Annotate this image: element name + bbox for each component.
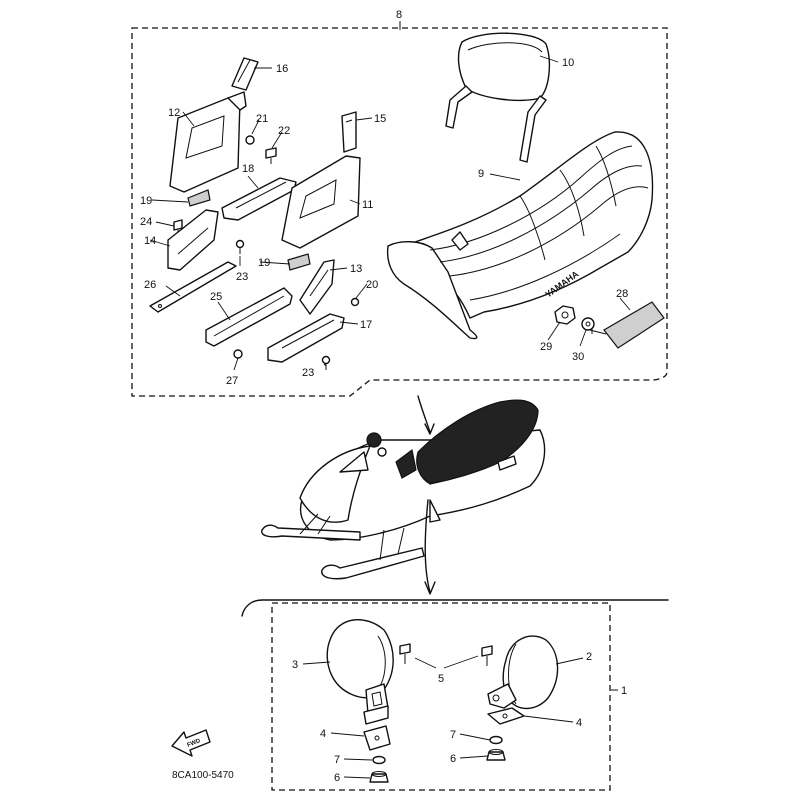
seat-assembly-group: 8 YAMAHA <box>131 9 668 397</box>
bracket-17 <box>267 313 345 363</box>
grab-bar-11 <box>281 155 361 249</box>
callout-14: 14 <box>144 235 156 247</box>
callout-10: 10 <box>562 57 574 69</box>
callout-13: 13 <box>350 263 362 275</box>
callout-2: 2 <box>586 651 592 663</box>
callout-11: 11 <box>362 199 373 211</box>
screw-20 <box>350 297 360 307</box>
callout-6-left: 6 <box>334 772 340 784</box>
seat-part: YAMAHA <box>386 131 654 340</box>
diagram-code: 8CA100-5470 <box>172 770 234 781</box>
callout-29: 29 <box>540 341 552 353</box>
rail-25 <box>205 287 293 347</box>
grip-cap-16 <box>231 57 259 91</box>
nut-6-left <box>369 771 389 783</box>
plate-4-left <box>363 725 391 751</box>
callout-9: 9 <box>478 168 484 180</box>
screw-23-left <box>235 239 245 254</box>
screw-21 <box>245 135 255 145</box>
callout-19-left: 19 <box>140 195 152 207</box>
callout-19-right: 19 <box>258 257 270 269</box>
bracket-13 <box>299 259 335 315</box>
rail-26 <box>149 261 237 313</box>
callout-8: 8 <box>396 9 402 21</box>
ski-left <box>261 524 361 541</box>
callout-4-right: 4 <box>576 717 582 729</box>
callout-18: 18 <box>242 163 254 175</box>
callout-6-right: 6 <box>450 753 456 765</box>
washer-7-right <box>489 735 503 745</box>
bracket-14 <box>167 209 219 271</box>
arrow-from-top-group <box>417 395 431 433</box>
nut-part <box>554 305 576 325</box>
callout-22: 22 <box>278 125 290 137</box>
snowmobile-illustration <box>261 395 546 595</box>
washer-7-left <box>372 755 386 765</box>
backrest-part <box>445 32 551 163</box>
callout-26: 26 <box>144 279 156 291</box>
plate-19-left <box>187 189 211 207</box>
bolt-22 <box>265 147 277 164</box>
callout-24: 24 <box>140 216 152 228</box>
headlight-left <box>366 432 382 448</box>
forward-arrow-icon <box>171 729 211 757</box>
forward-label: FWD <box>187 738 203 749</box>
callout-3: 3 <box>292 659 298 671</box>
callout-20: 20 <box>366 279 378 291</box>
bottom-leader-lines <box>302 655 584 779</box>
headlight-right <box>377 447 387 457</box>
grab-bar-12 <box>169 91 247 193</box>
mirror-right <box>487 635 559 710</box>
ski-right <box>321 547 425 580</box>
callout-12: 12 <box>168 107 180 119</box>
screw-5-right <box>481 645 493 666</box>
callout-7-left: 7 <box>334 754 340 766</box>
screw-27 <box>233 349 243 359</box>
arrow-to-bottom-group <box>424 499 431 593</box>
callout-28: 28 <box>616 288 628 300</box>
callout-4-left: 4 <box>320 728 326 740</box>
callout-25: 25 <box>210 291 222 303</box>
plate-4-right <box>487 707 525 725</box>
plate-19-right <box>287 253 311 271</box>
callout-7-right: 7 <box>450 729 456 741</box>
top-leader-lines <box>149 55 631 371</box>
forward-direction-marker: FWD <box>171 729 211 757</box>
seat-highlight <box>416 399 539 485</box>
washer-part <box>581 317 595 331</box>
screw-5-left <box>399 643 411 664</box>
callout-16: 16 <box>276 63 288 75</box>
mirror-left <box>326 618 394 725</box>
reflector-part <box>589 301 665 349</box>
grip-cap-15 <box>341 111 357 153</box>
callout-1: 1 <box>621 685 627 697</box>
callout-23-right: 23 <box>302 367 314 379</box>
callout-17: 17 <box>360 319 372 331</box>
bracket-18 <box>221 177 297 221</box>
group-1-boundary <box>271 602 611 791</box>
callout-21: 21 <box>256 113 268 125</box>
callout-5: 5 <box>438 673 444 685</box>
callout-23-left: 23 <box>236 271 248 283</box>
group-mirror-frame <box>241 599 669 617</box>
callout-15: 15 <box>374 113 386 125</box>
nut-6-right <box>486 749 506 761</box>
callout-27: 27 <box>226 375 238 387</box>
mirror-assembly-group: 1 <box>241 599 669 791</box>
screw-23-right <box>321 355 331 370</box>
callout-30: 30 <box>572 351 584 363</box>
